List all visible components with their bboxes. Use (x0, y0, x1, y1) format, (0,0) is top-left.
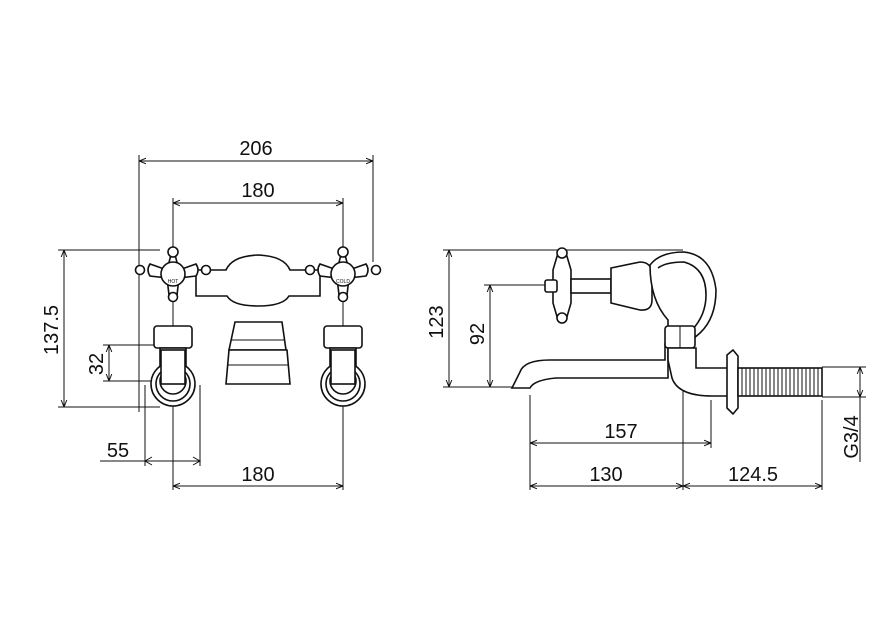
dim-text-137-5: 137.5 (41, 305, 63, 355)
dim-text-180-top: 180 (241, 180, 274, 202)
front-view: 206 180 137.5 32 55 180 HOT (41, 138, 382, 490)
hot-label: HOT (168, 279, 179, 285)
dim-text-92: 92 (467, 323, 489, 345)
dim-text-130: 130 (589, 464, 622, 486)
left-leg (150, 325, 196, 407)
cold-label: COLD (336, 279, 350, 285)
dim-text-206: 206 (239, 138, 272, 160)
dim-text-180-bottom: 180 (241, 464, 274, 486)
front-extension-lines (58, 155, 374, 490)
dim-text-thread: G3/4 (841, 415, 863, 458)
dim-text-55: 55 (107, 440, 129, 462)
dim-text-124-5: 124.5 (728, 464, 778, 486)
side-view: 123 92 157 130 124.5 G3/4 (426, 247, 866, 490)
cold-handle: COLD (304, 243, 382, 303)
wall-flange (726, 348, 739, 416)
spout-front (225, 321, 291, 385)
side-leg (664, 325, 729, 397)
side-body (649, 251, 717, 346)
dim-text-32: 32 (86, 353, 108, 375)
hot-handle: HOT (134, 243, 212, 303)
side-handle (544, 247, 653, 324)
dim-text-123: 123 (426, 305, 448, 338)
right-leg (320, 325, 366, 407)
side-spout (510, 343, 669, 389)
mixer-body (195, 254, 321, 307)
threaded-tail (737, 367, 823, 397)
dim-text-157: 157 (604, 421, 637, 443)
dim-arrow-55 (143, 456, 202, 466)
